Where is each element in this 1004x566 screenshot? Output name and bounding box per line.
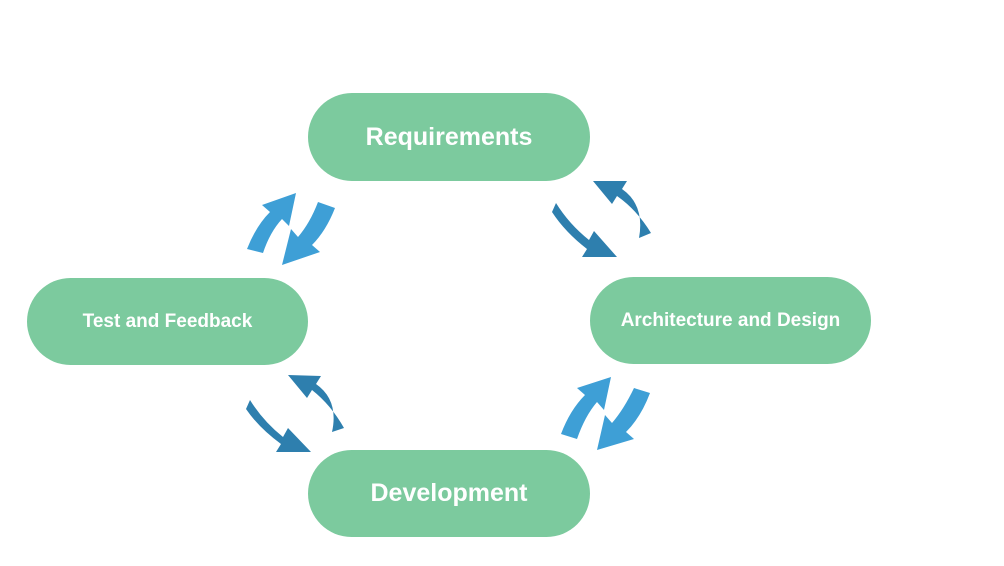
arrow-down-left-icon	[282, 202, 335, 265]
node-label: Test and Feedback	[82, 310, 253, 332]
arrow-down-right-icon	[552, 203, 617, 257]
connector-architecture-development	[561, 377, 650, 450]
node-requirements: Requirements	[308, 93, 590, 181]
arrow-down-left-icon	[597, 388, 650, 450]
connector-development-test	[246, 375, 344, 452]
connector-test-requirements	[247, 193, 335, 265]
node-architecture-and-design: Architecture and Design	[590, 277, 871, 364]
node-label: Requirements	[365, 122, 533, 151]
arrow-up-right-icon	[247, 193, 296, 253]
arrow-down-right-icon	[246, 400, 311, 452]
node-label: Development	[370, 479, 528, 507]
node-label: Architecture and Design	[620, 309, 841, 331]
arrow-up-left-icon	[288, 375, 344, 432]
arrow-up-right-icon	[561, 377, 611, 439]
connector-requirements-architecture	[552, 181, 651, 257]
node-development: Development	[308, 450, 590, 537]
arrow-up-left-icon	[593, 181, 651, 238]
node-test-and-feedback: Test and Feedback	[27, 278, 308, 365]
